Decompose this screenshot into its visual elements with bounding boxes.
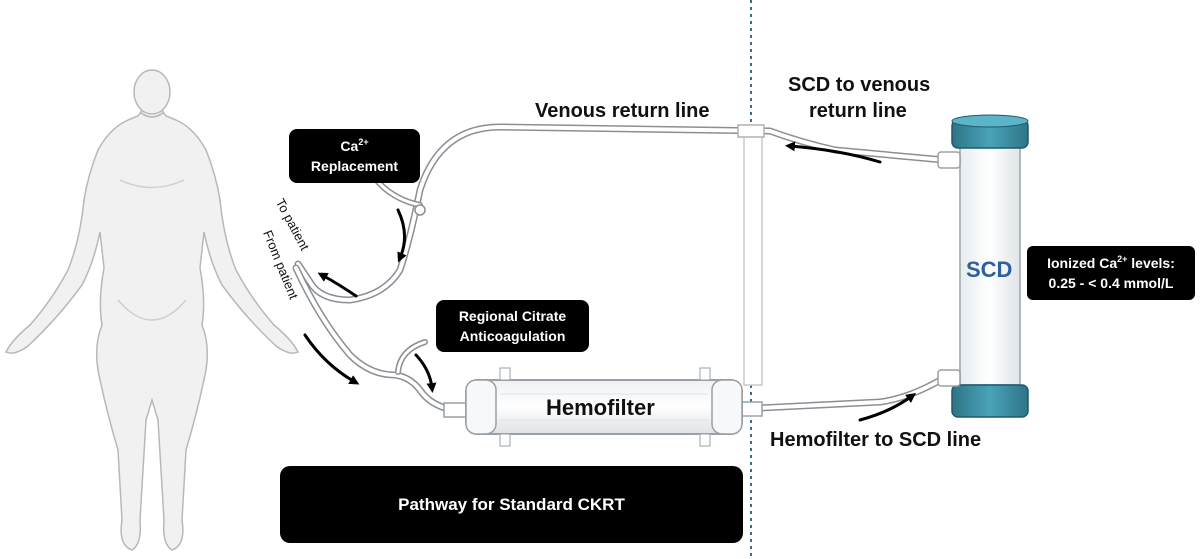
hemofilter-to-scd-tubing [756,374,948,412]
venous-return-tubing [294,123,948,304]
arrow-scd-to-venous [785,141,882,164]
ionized-ca-levels-box: Ionized Ca2+ levels: 0.25 - < 0.4 mmol/L [1027,246,1195,300]
hemofilter [443,367,763,447]
line-clamp-bar [743,132,763,386]
venous-return-line-label: Venous return line [535,100,710,122]
ionized-superscript: 2+ [1117,254,1128,264]
ca-superscript: 2+ [358,137,369,147]
scd-device [937,114,1029,418]
scd-label: SCD [966,257,1013,282]
citrate-line1: Regional Citrate [458,308,567,324]
scd-to-venous-label-line2: return line [809,100,907,122]
pathway-standard-ckrt-box: Pathway for Standard CKRT [280,466,743,543]
pathway-label: Pathway for Standard CKRT [398,494,625,514]
arrow-citrate [414,353,437,393]
ionized-post-text: levels: [1127,255,1175,271]
ionized-line1: Ionized Ca2+ levels: [1047,253,1175,273]
hemofilter-label: Hemofilter [546,395,655,420]
venous-clamp [737,124,765,138]
ca-replacement-line2: Replacement [310,158,399,174]
ionized-line2: 0.25 - < 0.4 mmol/L [1048,275,1174,291]
arrow-ca-replacement [396,208,407,263]
ionized-pre-text: Ionized Ca [1047,255,1118,271]
flow-arrows [303,141,917,422]
human-figure [4,69,300,551]
ca-text: Ca [340,138,359,154]
arrow-from-patient [303,333,360,385]
ca-replacement-box: Ca2+ Replacement [289,129,420,183]
ca-replacement-line1: Ca2+ [340,136,368,156]
hemofilter-to-scd-label: Hemofilter to SCD line [770,429,982,451]
arrow-to-patient [317,272,358,298]
arterial-tubing [292,264,456,414]
scd-to-venous-label-line1: SCD to venous [788,74,931,96]
citrate-anticoagulation-box: Regional Citrate Anticoagulation [436,300,589,352]
arrow-hemofilter-to-scd [858,393,917,422]
ca-replacement-tubing [375,179,426,216]
citrate-line2: Anticoagulation [459,328,566,344]
